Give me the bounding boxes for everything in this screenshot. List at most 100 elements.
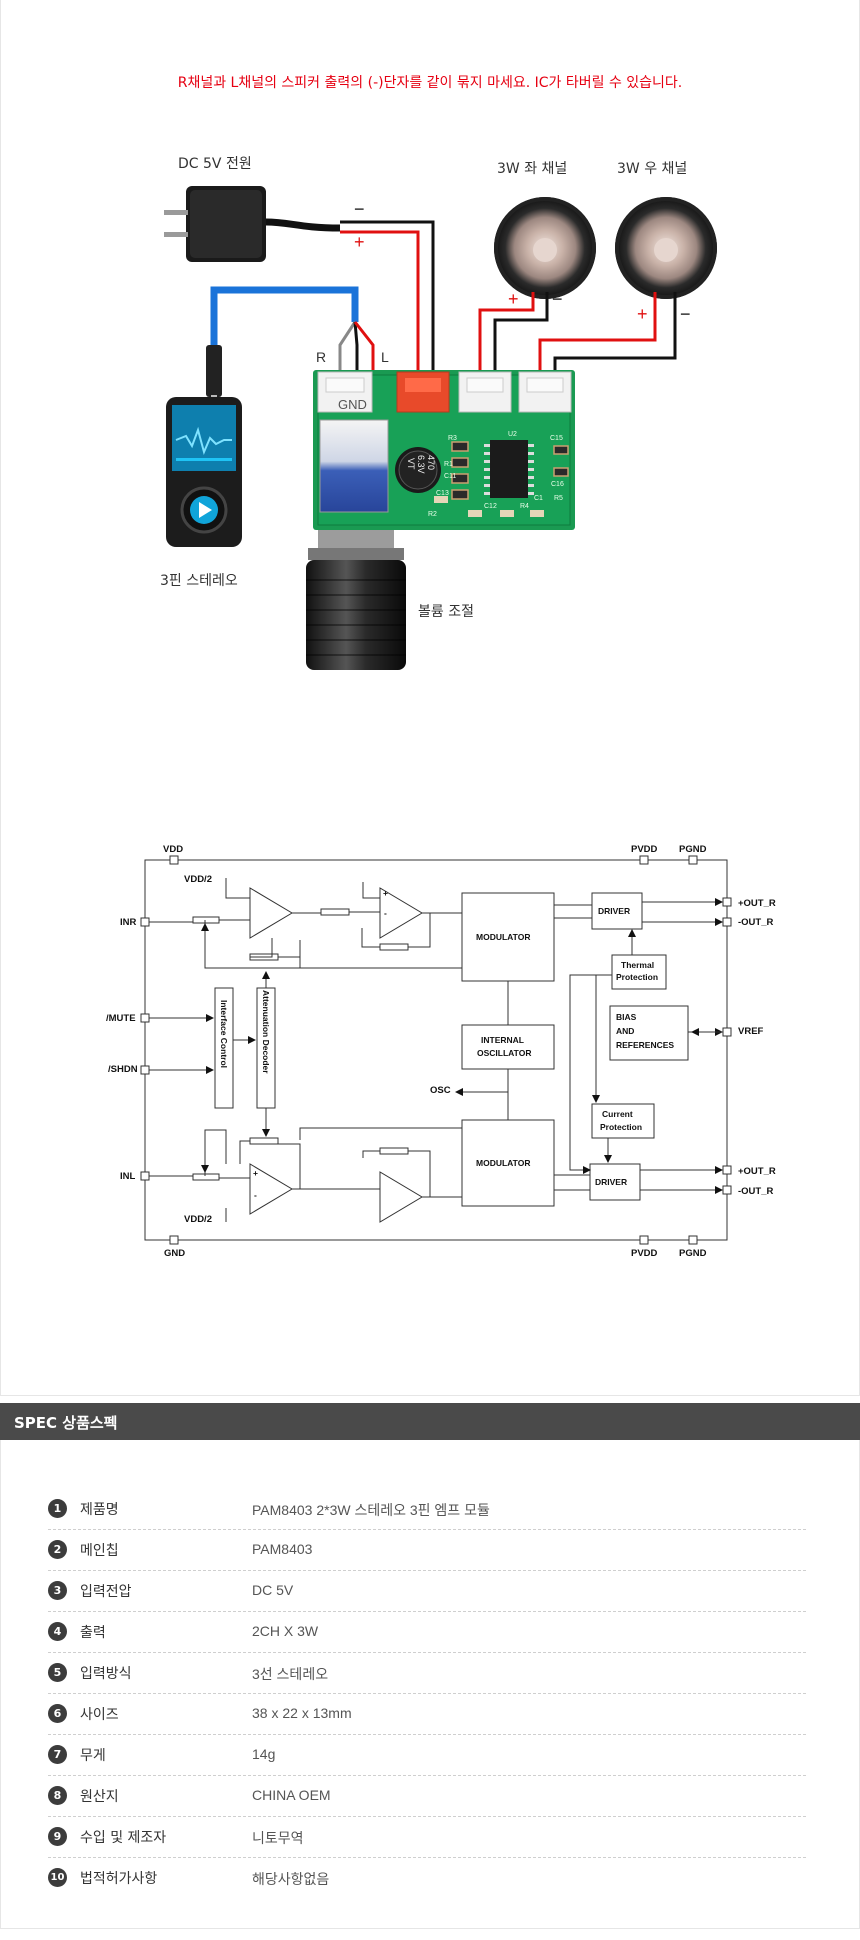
cap-text-vt: VT	[406, 458, 416, 470]
pcb-label-c12: C12	[484, 503, 497, 510]
pvdd-bottom-label: PVDD	[631, 1248, 658, 1259]
outp-r-top-label: +OUT_R	[738, 898, 776, 909]
current-label-1: Current	[602, 1109, 633, 1119]
spec-key: 사이즈	[80, 1707, 119, 1723]
mp3-player	[166, 397, 242, 547]
row-number: 9	[48, 1827, 67, 1846]
pcb-label-c1: C1	[534, 495, 543, 502]
row-number: 4	[48, 1622, 67, 1641]
spec-key: 법적허가사항	[80, 1871, 158, 1887]
modulator-bottom-label: MODULATOR	[476, 1158, 530, 1168]
spec-header: SPEC 상품스펙	[0, 1403, 860, 1440]
pcb-label-r4: R4	[520, 503, 529, 510]
pgnd-top-label: PGND	[679, 844, 707, 855]
right-speaker-label: 3W 우 채널	[617, 161, 688, 177]
spec-value: 2CH X 3W	[252, 1623, 319, 1639]
spec-row: 6 사이즈 38 x 22 x 13mm	[48, 1693, 806, 1735]
spec-key: 입력방식	[80, 1666, 132, 1682]
row-number: 5	[48, 1663, 67, 1682]
power-plus-sign: +	[354, 232, 365, 252]
cap-text-470: 470	[426, 455, 436, 470]
spec-row: 8 원산지 CHINA OEM	[48, 1775, 806, 1817]
volume-knob	[306, 530, 406, 670]
spec-row: 9 수입 및 제조자 니토무역	[48, 1816, 806, 1858]
right-speaker-wire-negative	[553, 292, 677, 380]
right-speaker-wire-positive	[538, 292, 657, 380]
spec-row: 7 무게 14g	[48, 1734, 806, 1776]
spec-key: 입력전압	[80, 1584, 132, 1600]
power-wire-negative	[340, 220, 435, 372]
shdn-label: /SHDN	[108, 1064, 138, 1075]
row-number: 8	[48, 1786, 67, 1805]
attenuation-decoder-label: Attenuation Decoder	[261, 990, 271, 1074]
left-speaker-wire-positive	[478, 292, 535, 380]
pgnd-bottom-label: PGND	[679, 1248, 707, 1259]
spec-row: 5 입력방식 3선 스테레오	[48, 1652, 806, 1694]
audio-cable-blue	[210, 286, 359, 350]
vdd2-bottom-label: VDD/2	[184, 1214, 212, 1225]
pcb-label-r3: R3	[448, 435, 457, 442]
spec-key: 원산지	[80, 1789, 119, 1805]
interface-control-label: Interface Control	[219, 1000, 229, 1068]
pcb-label-c16: C16	[551, 481, 564, 488]
driver-top-label: DRIVER	[598, 906, 630, 916]
spec-value: PAM8403 2*3W 스테레오 3핀 엠프 모듈	[252, 1502, 490, 1518]
spec-value: CHINA OEM	[252, 1787, 331, 1803]
spec-value: 38 x 22 x 13mm	[252, 1705, 352, 1721]
block-diagram: VDD PVDD PGND GND PVDD PGND VDD/2 VDD/2 …	[106, 844, 776, 1259]
left-speaker-wire-negative	[493, 292, 549, 380]
amplifier-pcb: GND 470 6.3V VT C11 R1 C13	[313, 370, 575, 530]
inl-label: INL	[120, 1171, 136, 1182]
pvdd-top-label: PVDD	[631, 844, 658, 855]
row-number: 1	[48, 1499, 67, 1518]
audio-jack	[206, 345, 222, 397]
wiring-illustration: − + + − + − R L	[164, 186, 717, 670]
row-number: 10	[48, 1868, 67, 1887]
inr-label: INR	[120, 917, 137, 928]
pcb-label-c11: C11	[444, 473, 456, 480]
spec-row: 4 출력 2CH X 3W	[48, 1611, 806, 1653]
volume-label: 볼륨 조절	[418, 604, 474, 620]
vdd2-top-label: VDD/2	[184, 874, 212, 885]
vref-label: VREF	[738, 1026, 764, 1037]
bias-label-3: REFERENCES	[616, 1040, 674, 1050]
mute-label: /MUTE	[106, 1013, 136, 1024]
spec-key: 제품명	[80, 1502, 119, 1518]
osc-block-label-2: OSCILLATOR	[477, 1048, 531, 1058]
left-speaker-label: 3W 좌 채널	[497, 161, 568, 177]
input-l-label: L	[381, 349, 389, 365]
spec-value: 해당사항없음	[252, 1871, 330, 1887]
pcb-label-c15: C15	[550, 435, 563, 442]
power-adapter	[164, 186, 341, 262]
spec-value: 14g	[252, 1746, 276, 1762]
amp-plus-2: +	[253, 1168, 258, 1178]
input-r-label: R	[316, 349, 326, 365]
power-minus-sign: −	[354, 199, 365, 219]
pcb-label-r1: R1	[444, 461, 453, 468]
gnd-label-bottom: GND	[164, 1248, 185, 1259]
left-speaker-minus: −	[552, 289, 563, 309]
spec-value: DC 5V	[252, 1582, 294, 1598]
vdd-label: VDD	[163, 844, 183, 855]
spec-value: 3선 스테레오	[252, 1666, 329, 1682]
left-speaker	[494, 197, 596, 299]
outp-r-bottom-label: +OUT_R	[738, 1166, 776, 1177]
driver-bottom-label: DRIVER	[595, 1177, 627, 1187]
cap-text-voltage: 6.3V	[416, 455, 426, 474]
spec-value: 니토무역	[252, 1830, 304, 1846]
spec-row: 3 입력전압 DC 5V	[48, 1570, 806, 1612]
left-speaker-plus: +	[508, 289, 519, 309]
spec-value: PAM8403	[252, 1541, 313, 1557]
pcb-label-c13: C13	[436, 490, 449, 497]
row-number: 7	[48, 1745, 67, 1764]
input-label: 3핀 스테레오	[160, 573, 238, 589]
spec-row: 1 제품명 PAM8403 2*3W 스테레오 3핀 엠프 모듈	[48, 1488, 806, 1530]
current-label-2: Protection	[600, 1122, 642, 1132]
warning-notice: R채널과 L채널의 스피커 출력의 (-)단자를 같이 묶지 마세요. IC가 …	[177, 75, 683, 91]
spec-key: 수입 및 제조자	[80, 1830, 167, 1846]
thermal-label-1: Thermal	[621, 960, 654, 970]
pcb-label-r5: R5	[554, 495, 563, 502]
gnd-label: GND	[338, 397, 367, 412]
thermal-label-2: Protection	[616, 972, 658, 982]
osc-block-label-1: INTERNAL	[481, 1035, 524, 1045]
